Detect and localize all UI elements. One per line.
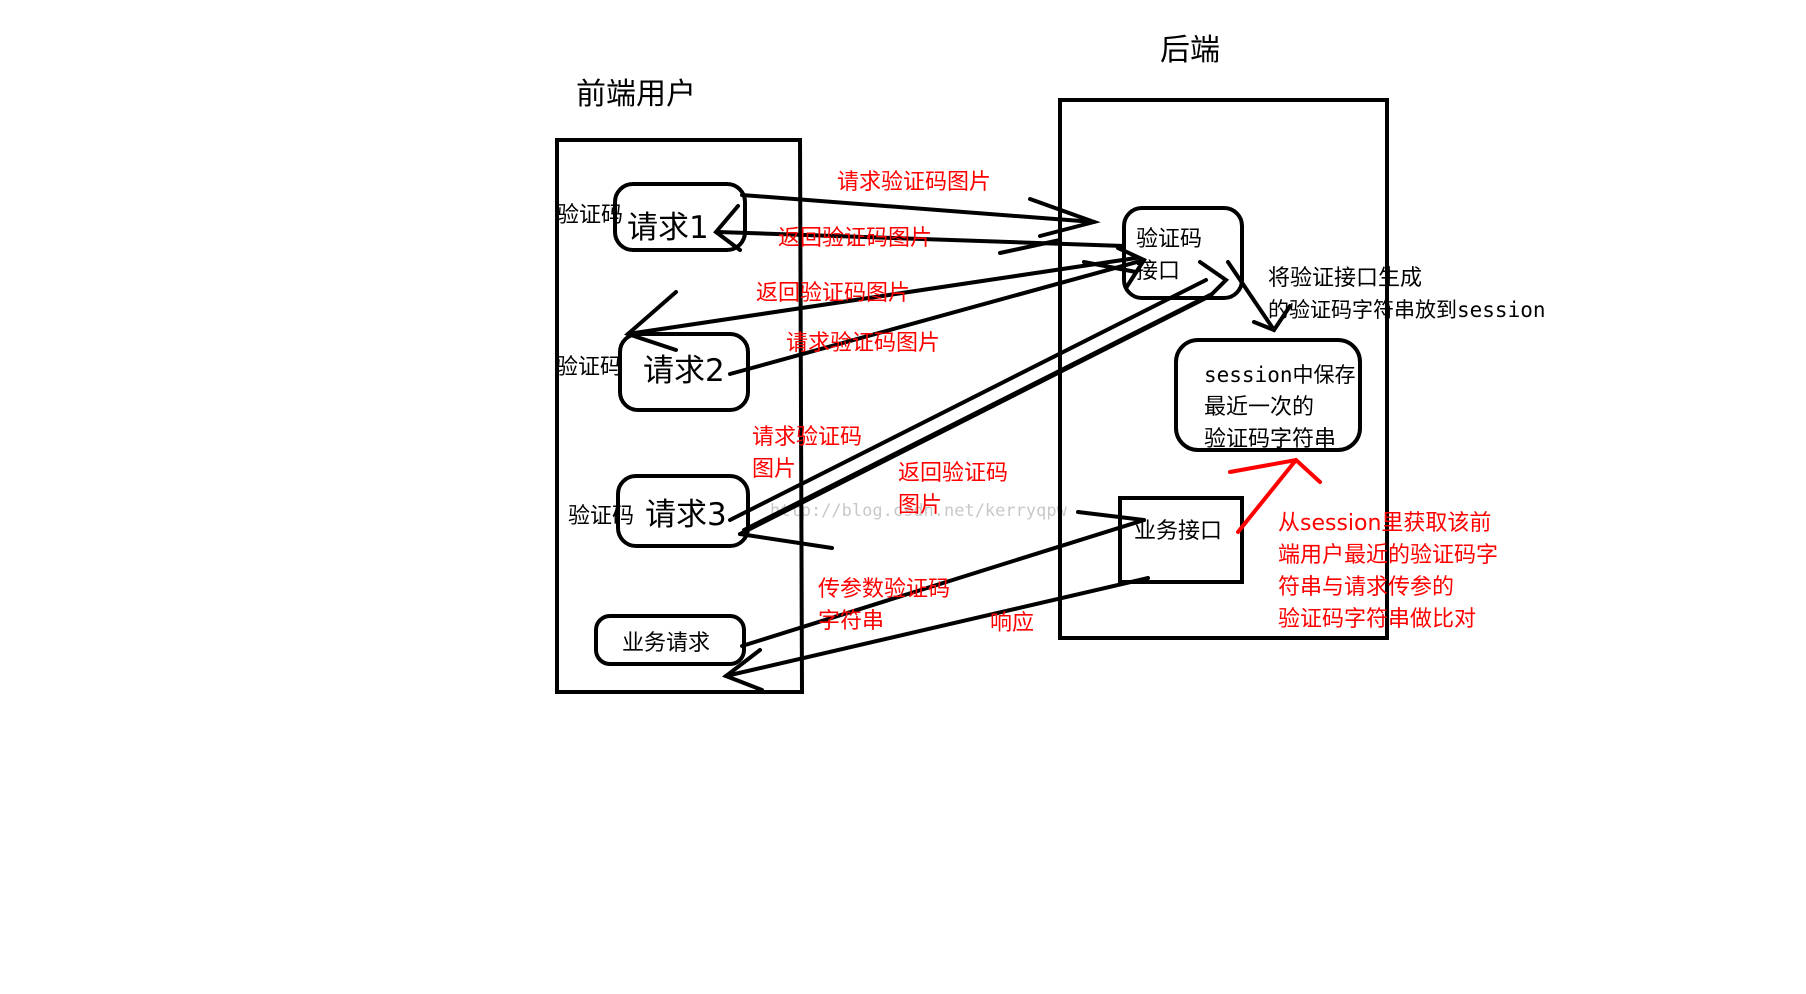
session-label-line1: session中保存 <box>1204 363 1356 387</box>
note-generate-line2: 的验证码字符串放到session <box>1268 298 1546 322</box>
note-compare-line2: 端用户最近的验证码字 <box>1278 543 1498 568</box>
session-label-line2: 最近一次的 <box>1204 395 1314 420</box>
request1-label: 请求1 <box>627 210 709 246</box>
watermark: http://blog.csdn.net/kerryqpw <box>770 501 1068 521</box>
request3-label: 请求3 <box>645 497 727 533</box>
arrow-label-request-image-2: 请求验证码图片 <box>786 331 940 356</box>
arrow-label-return-image-2: 返回验证码图片 <box>756 281 910 306</box>
arrow-label-pass-param-line2: 字符串 <box>818 609 884 634</box>
business-request-label: 业务请求 <box>622 631 710 656</box>
business-request-box <box>594 614 746 666</box>
note-generate-line1: 将验证接口生成 <box>1268 266 1422 291</box>
business-api-label: 业务接口 <box>1134 519 1222 544</box>
note-compare-line1: 从session里获取该前 <box>1278 511 1491 536</box>
arrow-return-image-3 <box>738 294 1212 550</box>
request1-box <box>613 182 747 252</box>
request2-box <box>618 332 750 412</box>
frontend-container <box>555 138 805 694</box>
arrow-return-image-2 <box>624 256 1138 352</box>
arrow-label-request-image-3-line2: 图片 <box>752 457 796 482</box>
captcha-api-label-line1: 验证码 <box>1136 227 1202 252</box>
arrow-label-request-image-1: 请求验证码图片 <box>837 170 991 195</box>
arrow-request-image-1 <box>740 193 1101 238</box>
arrow-request-image-2 <box>728 246 1147 376</box>
arrow-label-return-image-3-line2: 图片 <box>898 493 942 518</box>
arrow-compare-red <box>1228 457 1322 534</box>
arrow-generate-to-session <box>1226 260 1292 333</box>
arrow-pass-param <box>740 510 1146 648</box>
captcha-label-3: 验证码 <box>568 504 634 529</box>
captcha-api-box <box>1122 206 1244 300</box>
session-box <box>1174 338 1362 452</box>
arrow-label-return-image-1: 返回验证码图片 <box>778 226 932 251</box>
session-label-line3: 验证码字符串 <box>1204 427 1336 452</box>
note-compare-line3: 符串与请求传参的 <box>1278 575 1454 600</box>
frontend-title: 前端用户 <box>576 77 696 112</box>
arrow-label-pass-param-line1: 传参数验证码 <box>818 577 950 602</box>
arrow-label-return-image-3-line1: 返回验证码 <box>898 461 1008 486</box>
backend-title: 后端 <box>1160 33 1220 68</box>
arrow-return-image-1 <box>713 204 1126 255</box>
arrow-label-request-image-3-line1: 请求验证码 <box>752 425 862 450</box>
captcha-label-1: 验证码 <box>557 203 623 228</box>
business-api-box <box>1118 496 1244 584</box>
request2-label: 请求2 <box>643 353 725 389</box>
arrow-label-response: 响应 <box>990 611 1034 636</box>
arrow-response <box>721 576 1150 692</box>
note-compare-line4: 验证码字符串做比对 <box>1278 607 1476 632</box>
captcha-label-2: 验证码 <box>556 355 622 380</box>
